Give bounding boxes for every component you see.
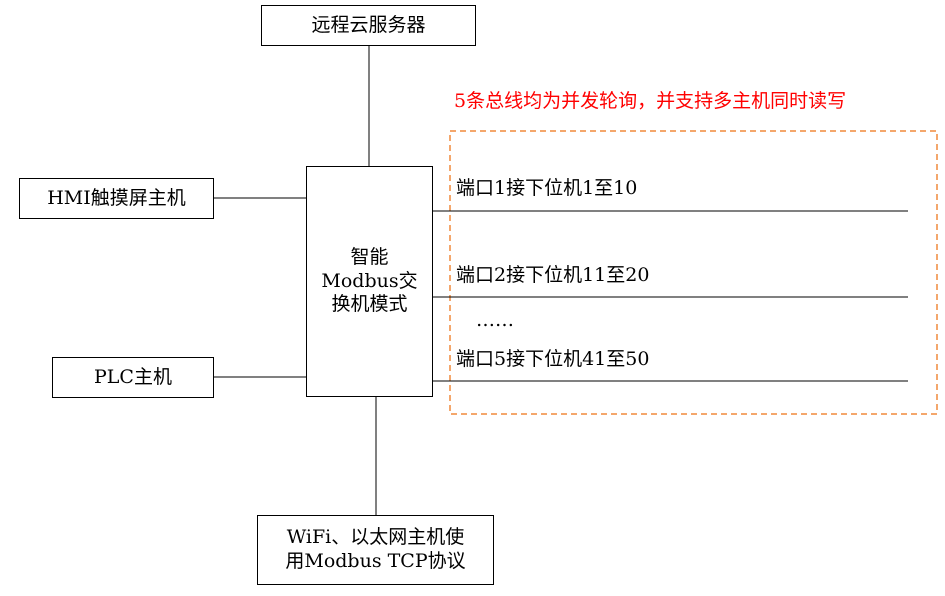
plc-host-box: PLC主机	[52, 357, 214, 398]
plc-host-label: PLC主机	[94, 365, 172, 388]
hmi-host-label: HMI触摸屏主机	[47, 186, 186, 209]
more-ports-ellipsis: ……	[476, 309, 514, 331]
modbus-switch-label: 智能 Modbus交 换机模式	[321, 245, 418, 316]
concurrency-note: 5条总线均为并发轮询，并支持多主机同时读写	[454, 90, 847, 112]
modbus-switch-box: 智能 Modbus交 换机模式	[306, 166, 433, 397]
port-5-label: 端口5接下位机41至50	[456, 348, 650, 370]
wifi-ethernet-host-box: WiFi、以太网主机使 用Modbus TCP协议	[257, 515, 494, 585]
cloud-server-box: 远程云服务器	[261, 5, 476, 46]
port-1-label: 端口1接下位机1至10	[456, 177, 638, 199]
wifi-ethernet-host-label: WiFi、以太网主机使 用Modbus TCP协议	[285, 526, 466, 572]
cloud-server-label: 远程云服务器	[311, 13, 426, 36]
bus-group-dashed-region	[449, 130, 938, 415]
port-2-label: 端口2接下位机11至20	[456, 264, 650, 286]
hmi-host-box: HMI触摸屏主机	[19, 178, 214, 219]
